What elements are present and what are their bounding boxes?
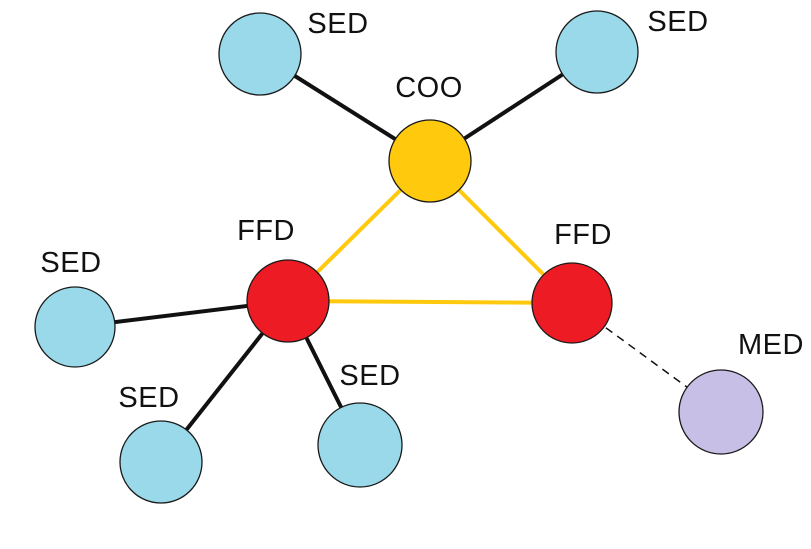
node-sed-bottom-left: [119, 420, 203, 504]
node-label-ffd-right: FFD: [554, 219, 612, 251]
node-label-ffd-left: FFD: [237, 215, 295, 247]
edge-ffd-left--ffd-right: [287, 299, 573, 305]
node-label-coo: COO: [395, 72, 463, 104]
node-coo: [388, 119, 472, 203]
node-label-med: MED: [738, 329, 804, 361]
node-label-sed-bottom-left: SED: [118, 382, 179, 414]
node-label-sed-bottom-mid: SED: [339, 360, 400, 392]
node-label-sed-left: SED: [40, 247, 101, 279]
node-sed-top-left: [218, 12, 302, 96]
node-sed-left: [34, 286, 116, 368]
node-label-sed-top-left: SED: [307, 8, 368, 40]
node-med: [678, 369, 764, 455]
node-sed-top-right: [555, 10, 639, 94]
node-label-sed-top-right: SED: [647, 6, 708, 38]
node-ffd-left: [246, 259, 330, 343]
node-sed-bottom-mid: [317, 402, 403, 488]
node-ffd-right: [531, 262, 613, 344]
